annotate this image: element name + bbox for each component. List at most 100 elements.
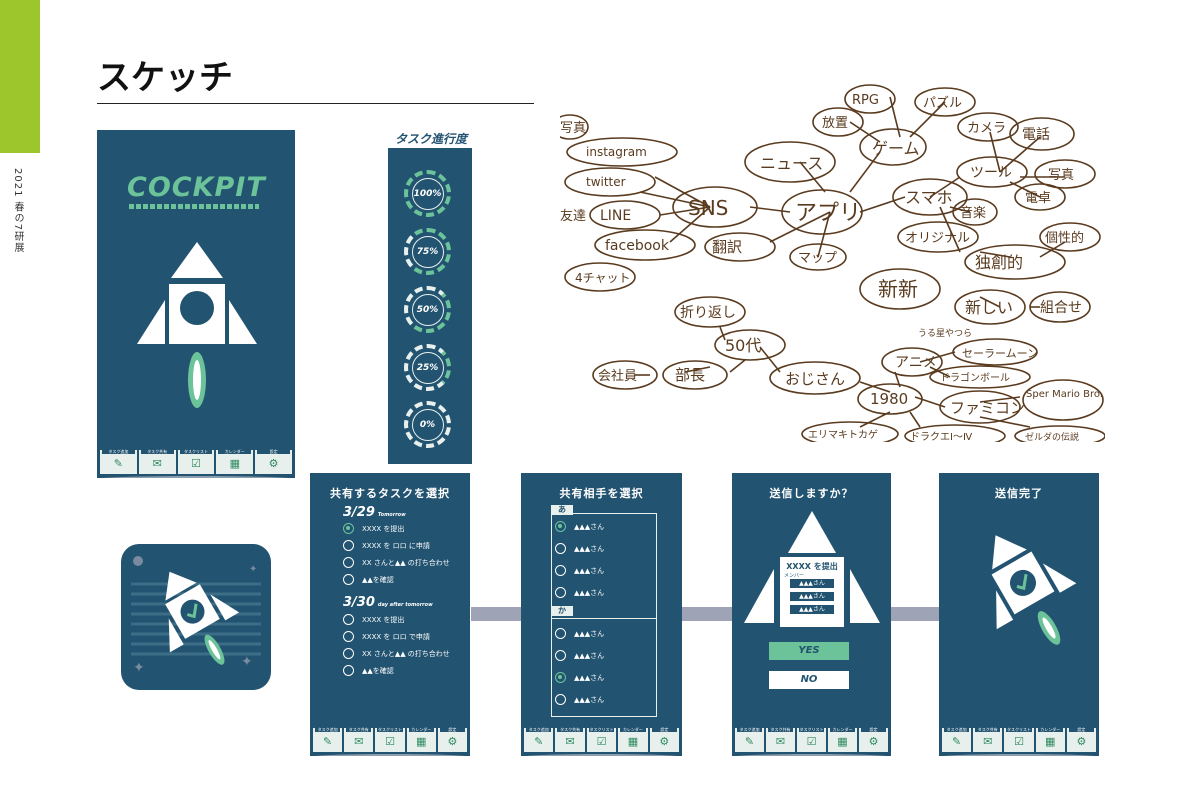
section-divider xyxy=(551,618,657,619)
mm-node: アプリ xyxy=(795,201,861,226)
contact-option[interactable]: ▲▲▲さん xyxy=(555,521,604,532)
task-option[interactable]: XXXX を ロロ で申請 xyxy=(343,631,430,642)
radio[interactable] xyxy=(555,694,566,705)
tab-calendar[interactable]: カレンダー▦ xyxy=(1035,727,1065,752)
task-option[interactable]: XXXX を提出 xyxy=(343,523,404,534)
tab-add-task[interactable]: タスク追加✎ xyxy=(313,727,343,752)
mindmap-sketch: 写真 instagram twitter LINE facebook 4チャット… xyxy=(560,84,1105,442)
contact-option[interactable]: ▲▲▲さん xyxy=(555,587,604,598)
tab-calendar[interactable]: カレンダー▦ xyxy=(828,727,857,752)
pencil-icon: ✎ xyxy=(534,735,544,748)
mail-icon: ✉ xyxy=(775,735,786,748)
tab-share-task[interactable]: タスク共有✉ xyxy=(138,449,176,474)
tab-task-list[interactable]: タスクリスト☑ xyxy=(586,727,617,752)
tab-task-list[interactable]: タスクリスト☑ xyxy=(797,727,826,752)
contact-option[interactable]: ▲▲▲さん xyxy=(555,650,604,661)
mm-node: マップ xyxy=(798,251,837,266)
task-option[interactable]: XXXX を提出 xyxy=(343,614,404,625)
tab-share-task[interactable]: タスク共有✉ xyxy=(344,727,374,752)
task-option[interactable]: XXXX を ロロ に申請 xyxy=(343,540,430,551)
progress-panel: 100% 75% 50% 25% 0% xyxy=(388,148,472,464)
mindmap-nodes: 写真 instagram twitter LINE facebook 4チャット… xyxy=(560,84,1105,442)
progress-ring-75: 75% xyxy=(404,228,451,275)
tab-add-task[interactable]: タスク追加✎ xyxy=(524,727,554,752)
tab-calendar[interactable]: カレンダー▦ xyxy=(406,727,436,752)
mm-node: 新しい xyxy=(965,298,1013,317)
tab-settings[interactable]: 設定⚙ xyxy=(649,727,680,752)
task-option[interactable]: XX さんと▲▲ の打ち合わせ xyxy=(343,648,450,659)
progress-ring-100: 100% xyxy=(404,170,451,217)
tab-settings[interactable]: 設定⚙ xyxy=(437,727,468,752)
tab-calendar[interactable]: カレンダー▦ xyxy=(618,727,648,752)
task-option[interactable]: ▲▲を確認 xyxy=(343,665,394,676)
tab-share-task[interactable]: タスク共有✉ xyxy=(766,727,795,752)
svg-text:✦: ✦ xyxy=(133,660,145,676)
no-button[interactable]: NO xyxy=(769,671,849,689)
radio[interactable] xyxy=(343,614,354,625)
tab-task-list[interactable]: タスクリスト☑ xyxy=(177,449,215,474)
contact-option[interactable]: ▲▲▲さん xyxy=(555,694,604,705)
member-chip: ▲▲▲さん xyxy=(790,579,834,588)
radio[interactable] xyxy=(343,648,354,659)
mm-node: ドラゴンボール xyxy=(940,371,1010,384)
tab-share-task[interactable]: タスク共有✉ xyxy=(555,727,585,752)
contact-option[interactable]: ▲▲▲さん xyxy=(555,628,604,639)
tab-task-list[interactable]: タスクリスト☑ xyxy=(1004,727,1034,752)
tab-settings[interactable]: 設定⚙ xyxy=(1066,727,1097,752)
gear-icon: ⚙ xyxy=(1076,735,1087,748)
svg-text:✦: ✦ xyxy=(249,564,257,575)
tab-share-task[interactable]: タスク共有✉ xyxy=(973,727,1003,752)
tab-settings[interactable]: 設定⚙ xyxy=(255,449,292,474)
radio[interactable] xyxy=(555,565,566,576)
mm-node: エリマキトカゲ xyxy=(808,429,878,441)
mm-node: セーラームーン xyxy=(962,347,1038,360)
radio[interactable] xyxy=(343,540,354,551)
radio[interactable] xyxy=(343,631,354,642)
tab-add-task[interactable]: タスク追加✎ xyxy=(942,727,972,752)
radio[interactable] xyxy=(343,665,354,676)
contact-option[interactable]: ▲▲▲さん xyxy=(555,543,604,554)
member-label: メンバー xyxy=(784,573,805,579)
progress-ring-0: 0% xyxy=(404,401,451,448)
screen-title: 送信しますか？ xyxy=(769,487,854,500)
radio-selected[interactable] xyxy=(555,672,566,683)
tab-task-list[interactable]: タスクリスト☑ xyxy=(375,727,405,752)
mail-icon: ✉ xyxy=(152,457,162,470)
yes-button[interactable]: YES xyxy=(769,642,849,660)
partner-select-screen: 共有相手を選択 あ ▲▲▲さん ▲▲▲さん ▲▲▲さん ▲▲▲さん か ▲▲▲さ… xyxy=(521,473,682,756)
contact-option[interactable]: ▲▲▲さん xyxy=(555,672,604,683)
radio-selected[interactable] xyxy=(555,521,566,532)
radio[interactable] xyxy=(555,543,566,554)
radio[interactable] xyxy=(555,628,566,639)
title-divider xyxy=(97,103,534,104)
tab-calendar[interactable]: カレンダー▦ xyxy=(216,449,254,474)
bottom-nav-bar: タスク追加✎ タスク共有✉ タスクリスト☑ カレンダー▦ 設定⚙ xyxy=(97,448,295,478)
calendar-icon: ▦ xyxy=(627,735,639,748)
radio[interactable] xyxy=(555,650,566,661)
mm-node: 写真 xyxy=(1048,168,1074,183)
radio[interactable] xyxy=(343,574,354,585)
mm-node: パズル xyxy=(923,95,962,111)
app-icon: ✦ ✦✦ xyxy=(121,544,271,690)
radio-selected[interactable] xyxy=(343,523,354,534)
tab-settings[interactable]: 設定⚙ xyxy=(859,727,888,752)
mm-node: ニュース xyxy=(760,154,823,173)
radio[interactable] xyxy=(555,587,566,598)
mm-node: ツール xyxy=(970,165,1012,181)
progress-ring-50: 50% xyxy=(404,286,451,333)
bottom-nav-bar: タスク追加✎ タスク共有✉ タスクリスト☑ カレンダー▦ 設定⚙ xyxy=(521,726,682,756)
mm-node: 翻訳 xyxy=(712,238,742,256)
mm-node: ゲーム xyxy=(872,139,920,158)
mm-node: 個性的 xyxy=(1045,230,1084,246)
task-option[interactable]: XX さんと▲▲ の打ち合わせ xyxy=(343,557,450,568)
tab-add-task[interactable]: タスク追加✎ xyxy=(735,727,764,752)
bottom-nav-bar: タスク追加✎ タスク共有✉ タスクリスト☑ カレンダー▦ 設定⚙ xyxy=(310,726,470,756)
task-option[interactable]: ▲▲を確認 xyxy=(343,574,394,585)
gear-icon: ⚙ xyxy=(268,457,279,470)
tab-add-task[interactable]: タスク追加✎ xyxy=(100,449,137,474)
checklist-icon: ☑ xyxy=(1014,735,1024,748)
contact-option[interactable]: ▲▲▲さん xyxy=(555,565,604,576)
radio[interactable] xyxy=(343,557,354,568)
mm-node: うる星やつら xyxy=(918,328,972,339)
mm-node: 写真 xyxy=(560,121,586,136)
